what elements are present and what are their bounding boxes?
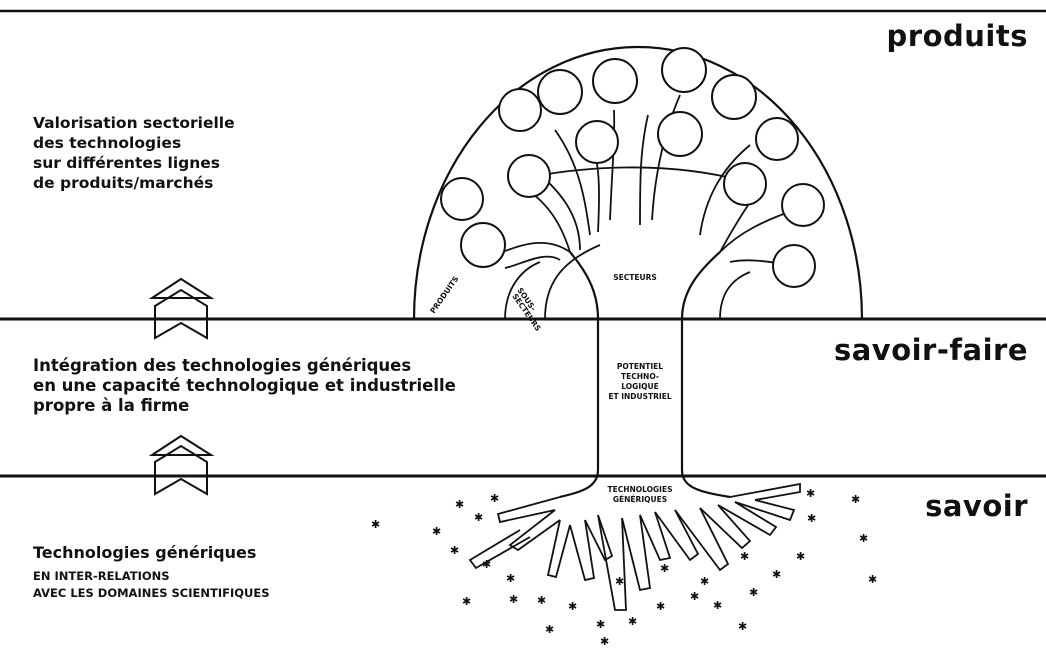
products-line-1: Valorisation sectorielle [33,113,235,133]
svg-text:✱: ✱ [868,573,877,586]
svg-text:✱: ✱ [660,562,669,575]
integration-line-1: Intégration des technologies génériques [33,356,456,376]
svg-text:✱: ✱ [738,620,747,633]
svg-text:✱: ✱ [615,575,624,588]
integration-line-3: propre à la firme [33,396,456,416]
svg-text:✱: ✱ [506,572,515,585]
svg-text:✱: ✱ [568,600,577,613]
technologies-line-2: GÉNÉRIQUES [598,495,682,505]
svg-text:✱: ✱ [450,544,459,557]
svg-text:✱: ✱ [600,635,609,648]
svg-text:✱: ✱ [713,599,722,612]
svg-text:✱: ✱ [796,550,805,563]
svg-text:✱: ✱ [806,487,815,500]
potentiel-line-2: TECHNO- [598,372,682,382]
svg-text:✱: ✱ [628,615,637,628]
svg-text:✱: ✱ [596,618,605,631]
svg-text:✱: ✱ [740,550,749,563]
up-arrow-icon-upper [152,279,211,338]
generic-technologies-subtitle: EN INTER-RELATIONS AVEC LES DOMAINES SCI… [33,568,270,602]
svg-text:✱: ✱ [772,568,781,581]
label-technologies-generiques: TECHNOLOGIES GÉNÉRIQUES [598,485,682,505]
generic-sub-line-2: AVEC LES DOMAINES SCIENTIFIQUES [33,585,270,602]
generic-sub-line-1: EN INTER-RELATIONS [33,568,270,585]
products-line-2: des technologies [33,133,235,153]
svg-text:✱: ✱ [455,498,464,511]
svg-text:✱: ✱ [482,558,491,571]
svg-text:✱: ✱ [509,593,518,606]
products-description: Valorisation sectorielle des technologie… [33,113,235,193]
up-arrow-icon-lower [152,436,211,494]
svg-text:✱: ✱ [371,518,380,531]
generic-technologies-title: Technologies génériques [33,543,256,563]
label-secteurs: SECTEURS [605,273,665,283]
level-produits: produits [887,19,1028,53]
svg-text:✱: ✱ [474,511,483,524]
integration-line-2: en une capacité technologique et industr… [33,376,456,396]
label-potentiel: POTENTIEL TECHNO- LOGIQUE ET INDUSTRIEL [598,362,682,402]
svg-text:✱: ✱ [432,525,441,538]
svg-text:✱: ✱ [537,594,546,607]
svg-text:✱: ✱ [545,623,554,636]
svg-text:✱: ✱ [490,492,499,505]
potentiel-line-3: LOGIQUE [598,382,682,392]
svg-text:✱: ✱ [700,575,709,588]
svg-text:✱: ✱ [851,493,860,506]
svg-text:✱: ✱ [462,595,471,608]
svg-text:✱: ✱ [749,586,758,599]
potentiel-line-4: ET INDUSTRIEL [598,392,682,402]
svg-text:✱: ✱ [690,590,699,603]
technologies-line-1: TECHNOLOGIES [598,485,682,495]
integration-description: Intégration des technologies génériques … [33,356,456,416]
level-savoir: savoir [925,489,1028,523]
potentiel-line-1: POTENTIEL [598,362,682,372]
level-savoir-faire: savoir-faire [834,333,1028,367]
label-produits: PRODUITS [428,275,460,316]
products-line-4: de produits/marchés [33,173,235,193]
products-line-3: sur différentes lignes [33,153,235,173]
svg-text:✱: ✱ [859,532,868,545]
svg-text:✱: ✱ [656,600,665,613]
svg-text:✱: ✱ [807,512,816,525]
